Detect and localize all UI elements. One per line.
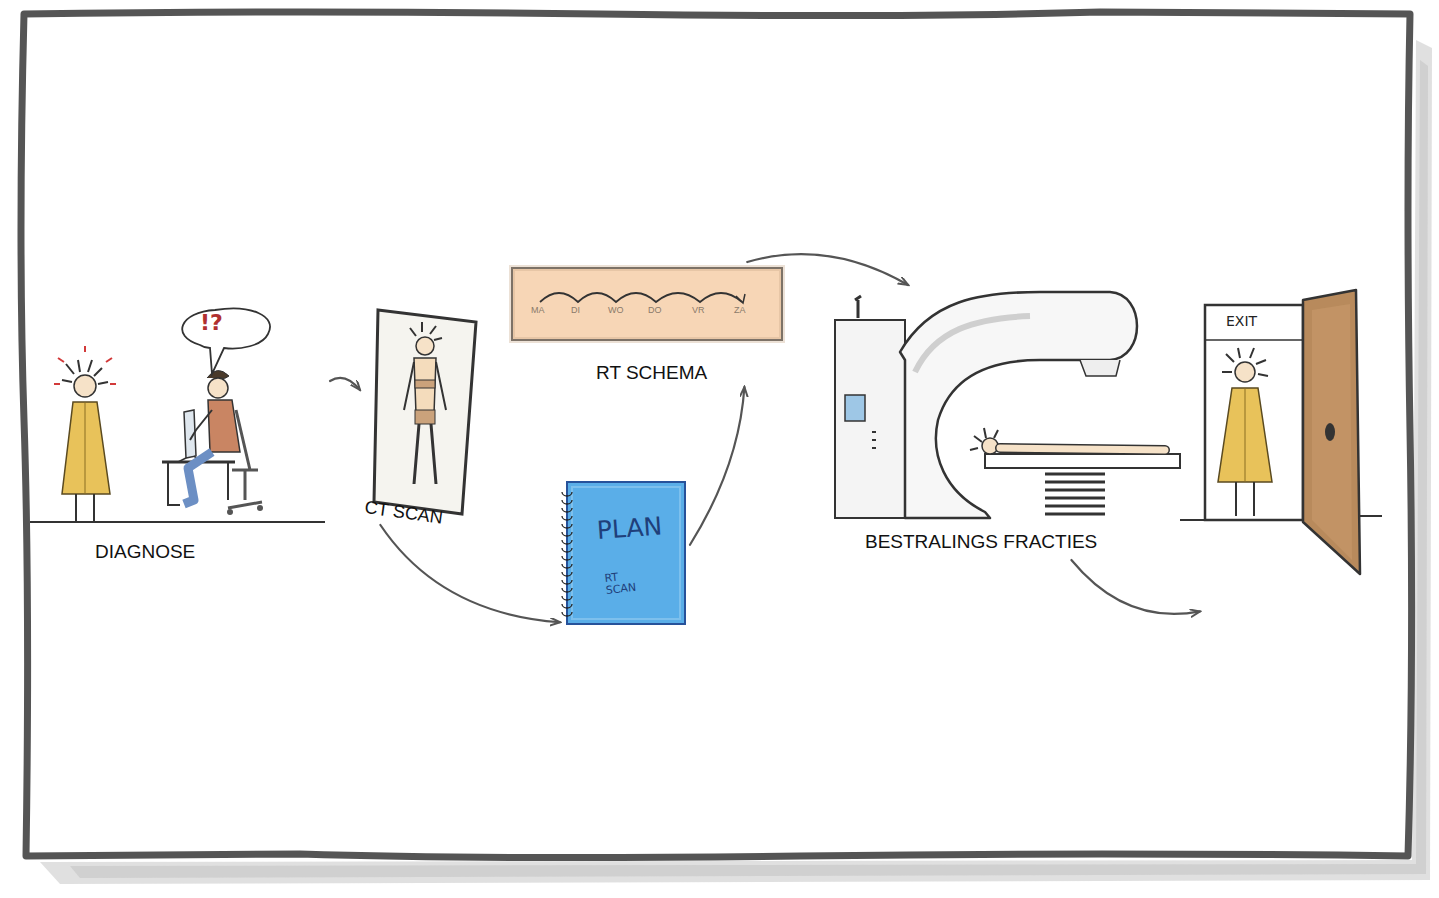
stage-subtext: RT SCAN bbox=[604, 569, 646, 597]
plan-notebook: PLAN RT SCAN bbox=[560, 475, 690, 630]
linac-machine-part bbox=[835, 320, 905, 518]
linac-machine-part bbox=[915, 316, 1030, 372]
speech-symbol: !? bbox=[200, 311, 240, 335]
exit-doorway-part bbox=[1303, 290, 1360, 574]
exit-doorway-part bbox=[1325, 423, 1335, 441]
stage-caption: DIAGNOSE bbox=[95, 542, 265, 563]
linac-machine-part bbox=[855, 296, 861, 318]
patient-figure-part bbox=[62, 402, 110, 494]
exit-doorway-part bbox=[1218, 388, 1272, 482]
patient-figure bbox=[54, 346, 116, 522]
linac-machine-part bbox=[900, 292, 1137, 518]
linac-machine-part bbox=[1080, 360, 1120, 376]
day-label: ZA bbox=[734, 306, 758, 316]
exit-doorway-part bbox=[1236, 482, 1254, 516]
patient-figure-part bbox=[74, 375, 96, 397]
day-label: DO bbox=[648, 306, 672, 316]
doctor-at-desk-part bbox=[257, 505, 263, 511]
ct-scan-image-part bbox=[415, 380, 435, 388]
exit-doorway bbox=[1180, 290, 1382, 574]
plan-notebook-drawing-part bbox=[572, 487, 680, 619]
patient-figure-part bbox=[76, 494, 94, 522]
rt-schedule: RT SCHEMA bbox=[505, 262, 790, 387]
doctor-at-desk-part bbox=[227, 509, 233, 515]
exit-doorway-part bbox=[1205, 339, 1303, 341]
rt-schedule-bar-part bbox=[736, 294, 745, 303]
plan-notebook-drawing bbox=[562, 482, 685, 624]
doctor-at-desk-part bbox=[208, 378, 228, 398]
exit-doorway-part bbox=[1312, 304, 1352, 560]
stage-caption: RT SCHEMA bbox=[596, 363, 766, 384]
day-label: WO bbox=[608, 306, 632, 316]
ct-scan-image bbox=[374, 310, 476, 514]
linac-machine-part bbox=[872, 432, 876, 448]
exit-doorway-part bbox=[1358, 515, 1382, 517]
doctor-at-desk-part bbox=[228, 410, 262, 508]
ct-scan-image-part bbox=[374, 310, 476, 514]
stage-caption: BESTRALINGS FRACTIES bbox=[865, 532, 1175, 553]
linac-machine bbox=[835, 292, 1180, 518]
patient-figure-part bbox=[85, 402, 86, 494]
diagnose-scene-part bbox=[30, 521, 325, 523]
frame-border bbox=[21, 12, 1412, 858]
ct-scan-image-part bbox=[404, 362, 446, 410]
frame-border-part bbox=[21, 12, 1412, 858]
stage-caption: EXIT bbox=[1226, 314, 1296, 329]
exit-doorway-part bbox=[1235, 362, 1255, 382]
rt-schedule-bar-part bbox=[512, 268, 782, 340]
rt-schedule-bar bbox=[512, 268, 782, 340]
flow-arrow bbox=[1071, 560, 1200, 614]
exit-door: EXIT bbox=[1200, 285, 1365, 625]
linac-machine-part bbox=[1000, 448, 1165, 450]
plan-notebook-drawing-part bbox=[567, 482, 685, 624]
speech-bubble bbox=[182, 308, 270, 374]
flow-arrow bbox=[330, 378, 360, 390]
day-label: VR bbox=[692, 306, 716, 316]
speech-bubble-part bbox=[182, 308, 270, 374]
rt-schedule-bar-part bbox=[540, 293, 742, 302]
flow-arrow bbox=[690, 387, 744, 545]
day-label: MA bbox=[531, 306, 555, 316]
ct-scan-image-part bbox=[414, 424, 436, 484]
exit-doorway-part bbox=[1205, 305, 1303, 520]
plan-notebook-drawing-part bbox=[562, 492, 572, 616]
stage-ct-scan: CT SCAN bbox=[360, 300, 480, 525]
linac-machine-part bbox=[985, 454, 1180, 468]
ct-scan-image-part bbox=[416, 337, 434, 355]
ct-scan-image-part bbox=[415, 410, 435, 424]
treatment-machine: BESTRALINGS FRACTIES bbox=[830, 285, 1185, 560]
day-label: DI bbox=[571, 306, 595, 316]
ct-scan-image-part bbox=[414, 358, 436, 414]
flow-arrow bbox=[747, 254, 908, 285]
linac-machine-part bbox=[1045, 474, 1105, 514]
exit-doorway-part bbox=[1245, 388, 1246, 482]
linac-machine-part bbox=[1000, 448, 1165, 450]
doctor-at-desk-part bbox=[208, 400, 240, 452]
stage-diagnose: DIAGNOSE bbox=[40, 300, 330, 570]
diagnose-scene bbox=[30, 308, 325, 522]
flow-arrow bbox=[380, 525, 560, 622]
stage-caption: PLAN bbox=[596, 511, 684, 544]
doctor-at-desk bbox=[162, 370, 263, 515]
exit-doorway-part bbox=[1180, 519, 1206, 521]
doctor-at-desk-part bbox=[184, 452, 212, 504]
linac-machine-part bbox=[845, 395, 865, 421]
doctor-at-desk-part bbox=[190, 410, 212, 440]
rt-schedule-bar-part bbox=[512, 268, 782, 340]
